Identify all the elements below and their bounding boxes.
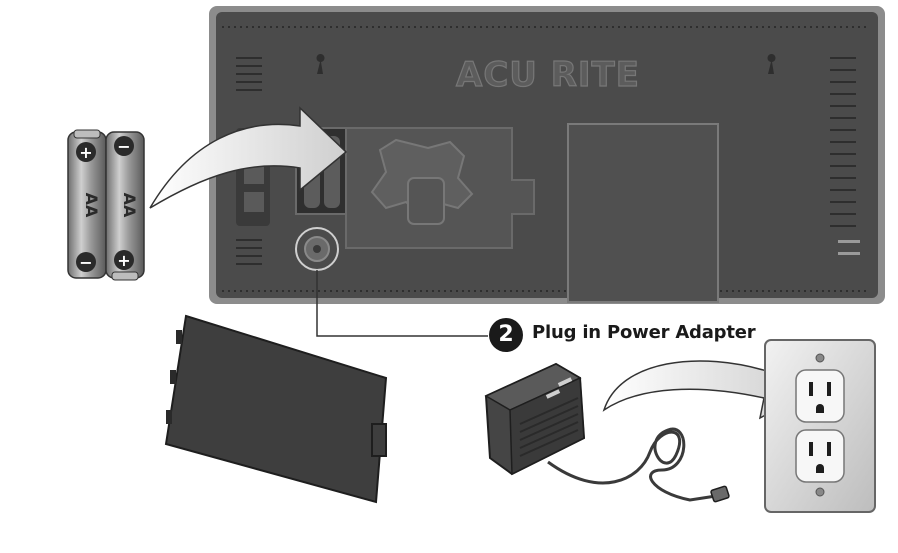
wall-mount-hole-left (316, 54, 325, 74)
battery-1-top-terminal: + (79, 143, 92, 162)
battery-1-bottom-terminal: − (79, 253, 92, 272)
outlet-receptacle-bottom (795, 429, 845, 483)
outlet-receptacle-top (795, 369, 845, 423)
callout-line (316, 270, 488, 337)
brand-logo: ACU RITE (456, 55, 640, 95)
stand (567, 123, 719, 303)
battery-cover-recess (345, 127, 535, 249)
step-number-badge: 2 (489, 318, 523, 352)
wall-mount-hole-right (767, 54, 776, 74)
top-vents (222, 26, 870, 292)
battery-aa-2: − AA + (105, 131, 145, 281)
insert-battery-arrow (149, 106, 348, 209)
display-unit-back: ACU RITE (209, 6, 885, 304)
battery-aa-1: + AA − (67, 129, 107, 279)
right-vents (830, 57, 856, 227)
wall-outlet (764, 339, 876, 513)
left-vents (236, 57, 262, 265)
battery-2-top-terminal: − (117, 137, 130, 156)
step-instruction: Plug in Power Adapter (532, 322, 756, 343)
battery-2-bottom-terminal: + (117, 251, 130, 270)
adapter-cord (547, 427, 717, 502)
battery-2-size-label: AA (120, 193, 139, 218)
battery-1-size-label: AA (82, 193, 101, 218)
battery-cover (164, 314, 388, 504)
power-adapter (484, 362, 730, 503)
